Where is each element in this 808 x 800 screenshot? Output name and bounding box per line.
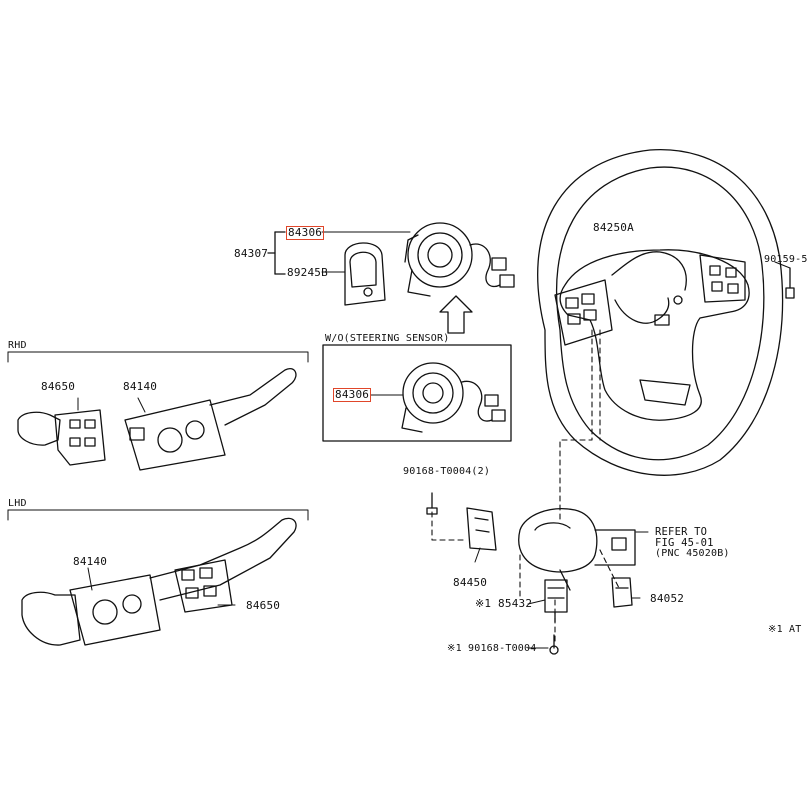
footnote-label: ※1 AT: [768, 624, 802, 635]
refer-to-label-line3: (PNC 45020B): [655, 548, 730, 559]
part-84250a-label[interactable]: 84250A: [593, 221, 634, 234]
part-84650-lhd-label[interactable]: 84650: [246, 599, 281, 612]
part-89245b-label[interactable]: 89245B: [287, 266, 328, 279]
part-84140-lhd-label[interactable]: 84140: [73, 555, 108, 568]
without-steering-sensor-label: W/O(STEERING SENSOR): [325, 333, 450, 344]
without-sensor-box-drawing: [322, 344, 512, 442]
part-84307-label[interactable]: 84307: [234, 247, 269, 260]
part-84140-rhd-label[interactable]: 84140: [123, 380, 158, 393]
part-90159-label[interactable]: 90159-5: [764, 254, 808, 265]
rhd-section-label: RHD: [8, 340, 27, 351]
part-90168-t0004-label[interactable]: ※1 90168-T0004: [447, 643, 537, 654]
part-84052-label[interactable]: 84052: [650, 592, 685, 605]
part-84650-rhd-label[interactable]: 84650: [41, 380, 76, 393]
part-90168-t0004-2-label[interactable]: 90168-T0004(2): [403, 466, 491, 477]
lhd-section-label: LHD: [8, 498, 27, 509]
steering-wheel-drawing: [537, 149, 795, 476]
refer-to-label-line1: REFER TO: [655, 526, 708, 538]
rhd-section-drawing: [7, 351, 309, 471]
spiral-cable-top-drawing: [267, 222, 515, 334]
column-assembly-drawing: [426, 492, 649, 655]
part-84306-label-top[interactable]: 84306: [285, 226, 325, 240]
part-84306-label-box[interactable]: 84306: [332, 388, 372, 402]
assembly-leader-lines: [431, 329, 621, 646]
part-84450-label[interactable]: 84450: [453, 576, 488, 589]
lhd-section-drawing: [7, 509, 309, 646]
refer-to-label-line2[interactable]: FIG 45-01: [655, 537, 714, 549]
part-85432-label[interactable]: ※1 85432: [475, 597, 533, 610]
